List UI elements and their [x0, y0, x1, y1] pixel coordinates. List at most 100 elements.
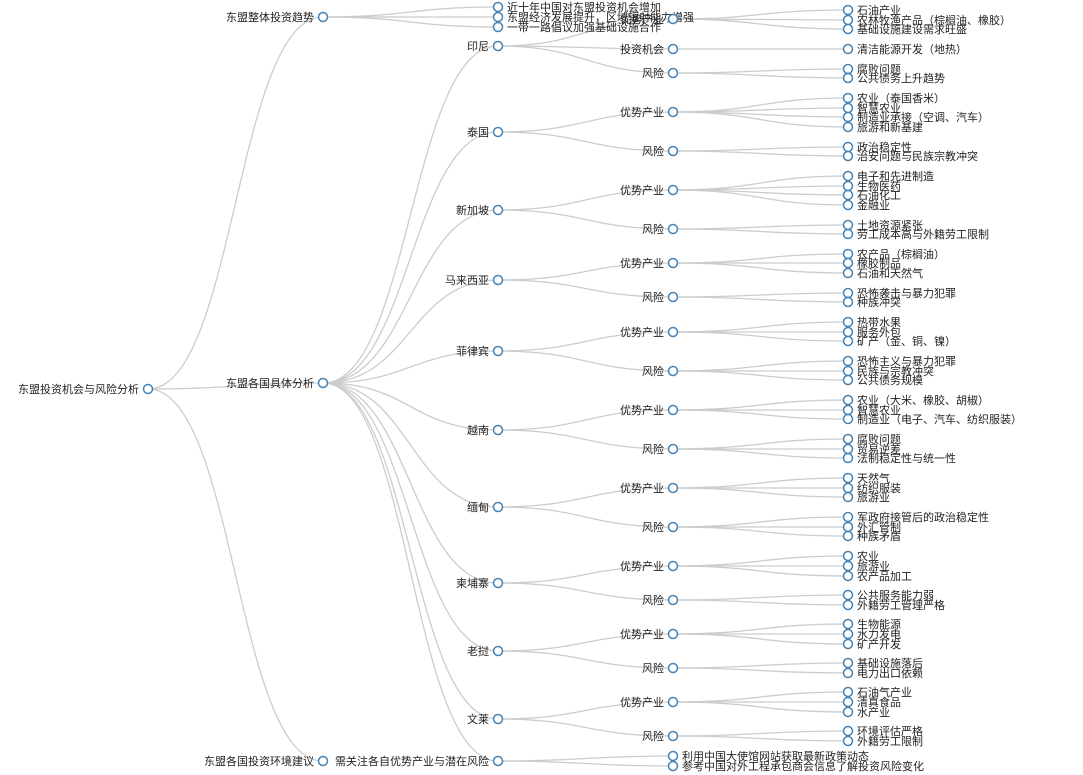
leaf-node-dot[interactable]: [842, 141, 854, 153]
category-node-dot[interactable]: [667, 443, 679, 455]
leaf-node-dot[interactable]: [842, 4, 854, 16]
leaf-node-dot[interactable]: [842, 365, 854, 377]
category-node-dot[interactable]: [667, 521, 679, 533]
leaf-node-dot[interactable]: [842, 335, 854, 347]
tree-link: [672, 487, 849, 498]
category-node-dot[interactable]: [667, 13, 679, 25]
country-node-dot[interactable]: [492, 645, 504, 657]
category-node-dot[interactable]: [667, 662, 679, 674]
country-node-dot[interactable]: [492, 713, 504, 725]
leaf-node-dot[interactable]: [842, 111, 854, 123]
category-node-dot[interactable]: [667, 594, 679, 606]
leaf-node-dot[interactable]: [492, 11, 504, 23]
leaf-node-dot[interactable]: [842, 72, 854, 84]
leaf-node-label: 金融业: [857, 198, 890, 212]
category-node-dot[interactable]: [667, 67, 679, 79]
leaf-node-dot[interactable]: [842, 23, 854, 35]
leaf-node-dot[interactable]: [842, 374, 854, 386]
country-node-dot[interactable]: [492, 126, 504, 138]
category-node-dot[interactable]: [667, 145, 679, 157]
leaf-node-dot[interactable]: [842, 296, 854, 308]
country-node-dot[interactable]: [492, 274, 504, 286]
leaf-node-dot[interactable]: [842, 638, 854, 650]
leaf-node-dot[interactable]: [842, 686, 854, 698]
leaf-node-dot[interactable]: [842, 326, 854, 338]
leaf-node-dot[interactable]: [842, 443, 854, 455]
category-node-dot[interactable]: [667, 482, 679, 494]
country-node-dot[interactable]: [492, 755, 504, 767]
branch-node-dot[interactable]: [317, 755, 329, 767]
leaf-node-dot[interactable]: [842, 550, 854, 562]
country-node-label: 泰国: [467, 125, 489, 139]
category-node-dot[interactable]: [667, 365, 679, 377]
leaf-node-dot[interactable]: [492, 1, 504, 13]
leaf-node-dot[interactable]: [842, 589, 854, 601]
leaf-node-dot[interactable]: [842, 43, 854, 55]
leaf-node-dot[interactable]: [842, 657, 854, 669]
leaf-node-dot[interactable]: [842, 63, 854, 75]
leaf-node-dot[interactable]: [842, 150, 854, 162]
branch-node-dot[interactable]: [317, 11, 329, 23]
leaf-node-dot[interactable]: [842, 228, 854, 240]
category-node-dot[interactable]: [667, 404, 679, 416]
leaf-node-dot[interactable]: [842, 706, 854, 718]
leaf-node-dot[interactable]: [667, 760, 679, 772]
leaf-node-dot[interactable]: [842, 696, 854, 708]
leaf-node-dot[interactable]: [842, 355, 854, 367]
category-node-dot[interactable]: [667, 628, 679, 640]
leaf-node-dot[interactable]: [842, 413, 854, 425]
leaf-node-dot[interactable]: [842, 482, 854, 494]
leaf-node-dot[interactable]: [842, 491, 854, 503]
category-node-dot[interactable]: [667, 106, 679, 118]
leaf-node-dot[interactable]: [842, 257, 854, 269]
leaf-node-dot[interactable]: [842, 404, 854, 416]
leaf-node-dot[interactable]: [842, 170, 854, 182]
branch-node-dot[interactable]: [317, 377, 329, 389]
leaf-node-dot[interactable]: [842, 267, 854, 279]
leaf-node-dot[interactable]: [842, 316, 854, 328]
country-node-dot[interactable]: [492, 577, 504, 589]
leaf-node-dot[interactable]: [842, 530, 854, 542]
country-node-dot[interactable]: [492, 501, 504, 513]
leaf-node-dot[interactable]: [842, 199, 854, 211]
leaf-node-dot[interactable]: [842, 521, 854, 533]
category-node-dot[interactable]: [667, 291, 679, 303]
leaf-node-dot[interactable]: [842, 92, 854, 104]
leaf-node-dot[interactable]: [842, 433, 854, 445]
leaf-node-dot[interactable]: [842, 248, 854, 260]
country-node-dot[interactable]: [492, 345, 504, 357]
leaf-node-dot[interactable]: [842, 472, 854, 484]
leaf-node-dot[interactable]: [842, 628, 854, 640]
leaf-node-dot[interactable]: [492, 21, 504, 33]
category-node-dot[interactable]: [667, 560, 679, 572]
leaf-node-dot[interactable]: [842, 219, 854, 231]
leaf-node-dot[interactable]: [842, 121, 854, 133]
root-node-dot[interactable]: [142, 383, 154, 395]
category-node-dot[interactable]: [667, 184, 679, 196]
country-node-dot[interactable]: [492, 204, 504, 216]
leaf-node-dot[interactable]: [842, 599, 854, 611]
leaf-node-dot[interactable]: [667, 750, 679, 762]
category-node-dot[interactable]: [667, 43, 679, 55]
leaf-node-dot[interactable]: [842, 189, 854, 201]
leaf-node-dot[interactable]: [842, 667, 854, 679]
leaf-node-dot[interactable]: [842, 511, 854, 523]
leaf-node-dot[interactable]: [842, 287, 854, 299]
country-node-dot[interactable]: [492, 424, 504, 436]
leaf-node-dot[interactable]: [842, 725, 854, 737]
leaf-node-dot[interactable]: [842, 180, 854, 192]
leaf-node-dot[interactable]: [842, 102, 854, 114]
category-node-dot[interactable]: [667, 730, 679, 742]
category-node-dot[interactable]: [667, 257, 679, 269]
leaf-node-dot[interactable]: [842, 394, 854, 406]
leaf-node-dot[interactable]: [842, 452, 854, 464]
leaf-node-dot[interactable]: [842, 570, 854, 582]
leaf-node-dot[interactable]: [842, 618, 854, 630]
leaf-node-dot[interactable]: [842, 735, 854, 747]
country-node-dot[interactable]: [492, 40, 504, 52]
category-node-dot[interactable]: [667, 223, 679, 235]
category-node-dot[interactable]: [667, 326, 679, 338]
category-node-dot[interactable]: [667, 696, 679, 708]
leaf-node-dot[interactable]: [842, 560, 854, 572]
leaf-node-dot[interactable]: [842, 14, 854, 26]
